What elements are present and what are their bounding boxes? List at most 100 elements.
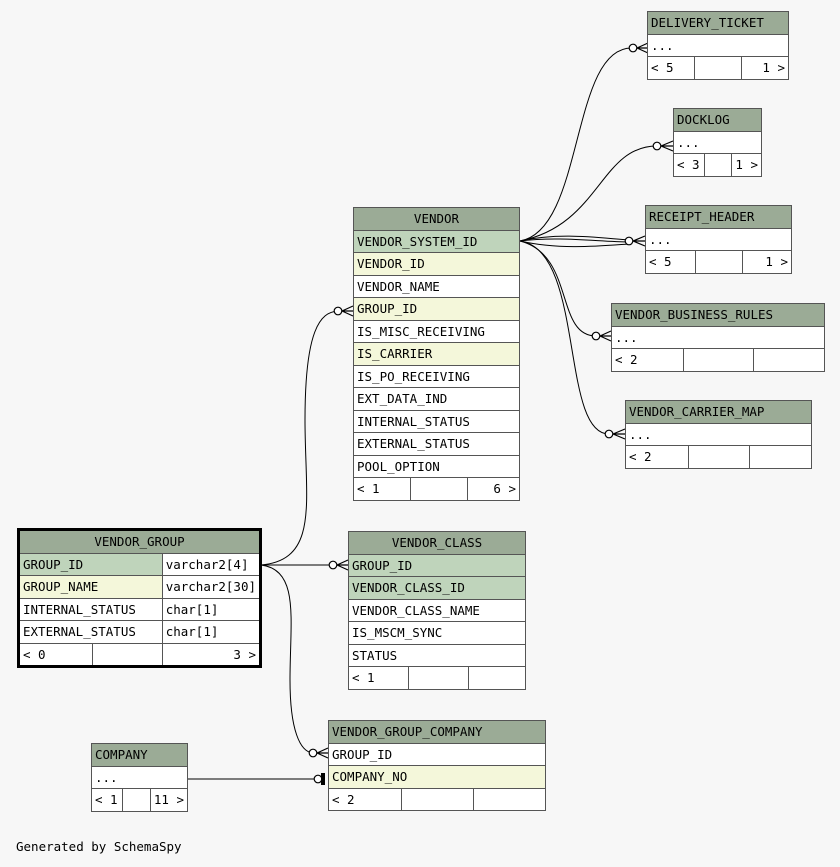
column-group-name[interactable]: GROUP_NAME [18, 575, 163, 599]
table-vendor-class[interactable]: VENDOR_CLASS GROUP_ID VENDOR_CLASS_ID VE… [348, 531, 526, 690]
column-is-misc-receiving[interactable]: IS_MISC_RECEIVING [353, 319, 520, 343]
parents-count[interactable]: < 1 [91, 788, 123, 812]
edge-group-vendor [260, 310, 339, 566]
one-marker [321, 773, 325, 785]
table-delivery-ticket[interactable]: DELIVERY_TICKET ... < 5 1 > [647, 11, 789, 80]
parents-count[interactable]: < 2 [625, 445, 689, 469]
optional-marker [313, 774, 323, 784]
optional-marker [628, 43, 638, 53]
footer-spacer [695, 250, 743, 274]
table-title[interactable]: VENDOR [353, 207, 520, 231]
column-type: char[1] [161, 620, 262, 644]
parents-count[interactable]: < 1 [353, 477, 411, 501]
children-count[interactable] [468, 666, 526, 690]
parents-count[interactable]: < 1 [348, 666, 409, 690]
table-receipt-header[interactable]: RECEIPT_HEADER ... < 5 1 > [645, 205, 792, 274]
table-company[interactable]: COMPANY ... < 1 11 > [91, 743, 189, 812]
table-title[interactable]: VENDOR_GROUP_COMPANY [328, 720, 546, 744]
footer-spacer [688, 445, 750, 469]
table-vendor-group[interactable]: VENDOR_GROUP GROUP_ID varchar2[4] GROUP_… [17, 528, 262, 668]
table-title[interactable]: VENDOR_BUSINESS_RULES [611, 303, 825, 327]
footer-spacer [694, 56, 742, 80]
column-internal-status[interactable]: INTERNAL_STATUS [18, 597, 163, 621]
generated-by-label: Generated by SchemaSpy [16, 839, 182, 854]
children-count[interactable]: 1 > [741, 56, 789, 80]
column-placeholder[interactable]: ... [645, 227, 792, 251]
table-vendor-group-company[interactable]: VENDOR_GROUP_COMPANY GROUP_ID COMPANY_NO… [328, 720, 546, 811]
table-vendor-carrier-map[interactable]: VENDOR_CARRIER_MAP ... < 2 [625, 400, 812, 469]
parents-count[interactable]: < 5 [647, 56, 695, 80]
crowfoot-marker [599, 330, 612, 342]
crowfoot-marker [636, 42, 649, 54]
edge-vendor-business-rules [519, 240, 597, 337]
table-title[interactable]: DOCKLOG [673, 108, 762, 132]
children-count[interactable] [749, 445, 812, 469]
children-count[interactable]: 3 > [161, 642, 262, 667]
children-count[interactable]: 11 > [149, 788, 189, 812]
column-vendor-system-id[interactable]: VENDOR_SYSTEM_ID [353, 229, 520, 253]
footer-spacer [401, 787, 474, 811]
children-count[interactable]: 6 > [467, 477, 520, 501]
edge-vendor-receipt-header-3 [519, 240, 630, 248]
column-status[interactable]: STATUS [348, 643, 526, 667]
column-vendor-class-name[interactable]: VENDOR_CLASS_NAME [348, 598, 526, 622]
column-ext-data-ind[interactable]: EXT_DATA_IND [353, 387, 520, 411]
crowfoot-marker [316, 747, 329, 759]
column-pool-option[interactable]: POOL_OPTION [353, 454, 520, 478]
table-title[interactable]: RECEIPT_HEADER [645, 205, 792, 229]
column-group-id[interactable]: GROUP_ID [348, 553, 526, 577]
optional-marker [308, 748, 318, 758]
column-group-id[interactable]: GROUP_ID [328, 742, 546, 766]
children-count[interactable]: 1 > [742, 250, 792, 274]
footer-spacer [121, 788, 151, 812]
column-placeholder[interactable]: ... [625, 422, 812, 446]
optional-marker [624, 236, 634, 246]
children-count[interactable] [753, 348, 825, 372]
table-title[interactable]: VENDOR_CARRIER_MAP [625, 400, 812, 424]
column-placeholder[interactable]: ... [647, 33, 789, 57]
column-vendor-class-id[interactable]: VENDOR_CLASS_ID [348, 576, 526, 600]
children-count[interactable] [473, 787, 546, 811]
table-vendor-business-rules[interactable]: VENDOR_BUSINESS_RULES ... < 2 [611, 303, 825, 372]
table-vendor[interactable]: VENDOR VENDOR_SYSTEM_ID VENDOR_ID VENDOR… [353, 207, 520, 501]
edge-vendor-receipt-header-1 [519, 235, 630, 242]
column-vendor-name[interactable]: VENDOR_NAME [353, 274, 520, 298]
column-external-status[interactable]: EXTERNAL_STATUS [18, 620, 163, 644]
column-is-po-receiving[interactable]: IS_PO_RECEIVING [353, 364, 520, 388]
column-placeholder[interactable]: ... [91, 765, 188, 789]
table-title[interactable]: VENDOR_GROUP [18, 529, 261, 554]
parents-count[interactable]: < 5 [645, 250, 696, 274]
crowfoot-marker [612, 428, 626, 440]
column-internal-status[interactable]: INTERNAL_STATUS [353, 409, 520, 433]
children-count[interactable]: 1 > [731, 153, 762, 177]
parents-count[interactable]: < 0 [17, 642, 94, 667]
column-placeholder[interactable]: ... [611, 325, 825, 349]
table-docklog[interactable]: DOCKLOG ... < 3 1 > [673, 108, 762, 177]
column-group-id[interactable]: GROUP_ID [353, 297, 520, 321]
column-external-status[interactable]: EXTERNAL_STATUS [353, 432, 520, 456]
parents-count[interactable]: < 2 [611, 348, 684, 372]
crowfoot-marker [632, 235, 646, 247]
column-company-no[interactable]: COMPANY_NO [328, 765, 546, 789]
footer-spacer [410, 477, 468, 501]
table-title[interactable]: DELIVERY_TICKET [647, 11, 789, 35]
column-is-mscm-sync[interactable]: IS_MSCM_SYNC [348, 621, 526, 645]
column-vendor-id[interactable]: VENDOR_ID [353, 252, 520, 276]
optional-marker [333, 306, 343, 316]
footer-spacer [703, 153, 733, 177]
edge-vendor-docklog [519, 145, 658, 242]
edge-vendor-carrier-map [519, 240, 610, 435]
table-title[interactable]: VENDOR_CLASS [348, 531, 526, 555]
column-type: varchar2[30] [161, 575, 262, 599]
table-title[interactable]: COMPANY [91, 743, 188, 767]
crowfoot-marker [341, 305, 354, 317]
column-placeholder[interactable]: ... [673, 130, 762, 154]
footer-spacer [92, 642, 163, 667]
column-is-carrier[interactable]: IS_CARRIER [353, 342, 520, 366]
parents-count[interactable]: < 2 [328, 787, 402, 811]
column-group-id[interactable]: GROUP_ID [18, 552, 163, 576]
optional-marker [652, 141, 662, 151]
parents-count[interactable]: < 3 [673, 153, 705, 177]
